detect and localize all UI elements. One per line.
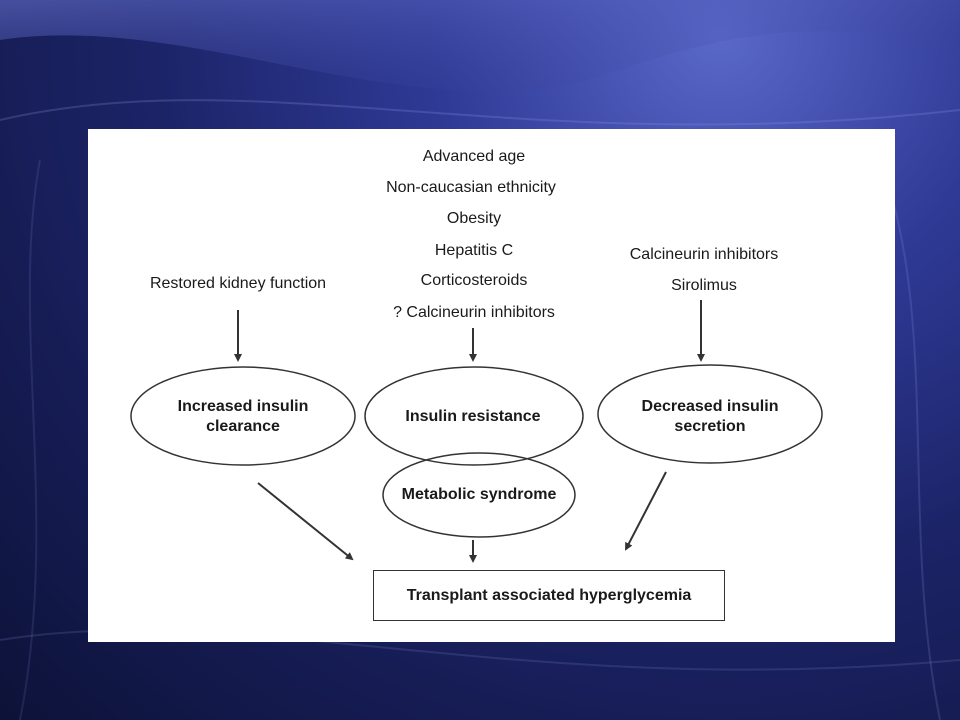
oval-label-decreased-insulin-secretion: Decreased insulin secretion bbox=[641, 398, 779, 435]
outcome-box-transplant-associated-hyperglycemia: Transplant associated hyperglycemia bbox=[373, 570, 725, 621]
diagram-shapes bbox=[130, 300, 823, 563]
factor-advanced-age: Advanced age bbox=[422, 148, 526, 165]
oval-center bbox=[364, 366, 584, 466]
factor-obesity: Obesity bbox=[446, 210, 502, 227]
oval-label-metabolic-syndrome: Metabolic syndrome bbox=[401, 486, 557, 503]
background-curve bbox=[19, 159, 41, 720]
background-curve bbox=[0, 99, 960, 126]
factor-calcineurin-inhibitors: Calcineurin inhibitors bbox=[629, 246, 779, 263]
oval-left bbox=[130, 366, 356, 466]
oval-label-increased-insulin-clearance: Increased insulin clearance bbox=[177, 398, 309, 435]
arrow-right-outcome bbox=[625, 471, 667, 551]
oval-overlap bbox=[382, 452, 576, 538]
factor-hepatitis-c: Hepatitis C bbox=[434, 242, 514, 259]
factor-non-caucasian-ethnicity: Non-caucasian ethnicity bbox=[386, 179, 556, 196]
oval-label-insulin-resistance: Insulin resistance bbox=[405, 408, 541, 425]
background-curve bbox=[879, 159, 941, 720]
factor-corticosteroids: Corticosteroids bbox=[420, 272, 528, 289]
factor-calcineurin-inhibitors-question: ? Calcineurin inhibitors bbox=[393, 304, 555, 321]
oval-right bbox=[597, 364, 823, 464]
diagram-panel: Restored kidney function Advanced age No… bbox=[88, 129, 895, 642]
arrow-left-outcome bbox=[257, 482, 354, 561]
factor-restored-kidney-function: Restored kidney function bbox=[149, 275, 327, 292]
background-sweep bbox=[0, 0, 960, 91]
factor-sirolimus: Sirolimus bbox=[671, 277, 737, 294]
